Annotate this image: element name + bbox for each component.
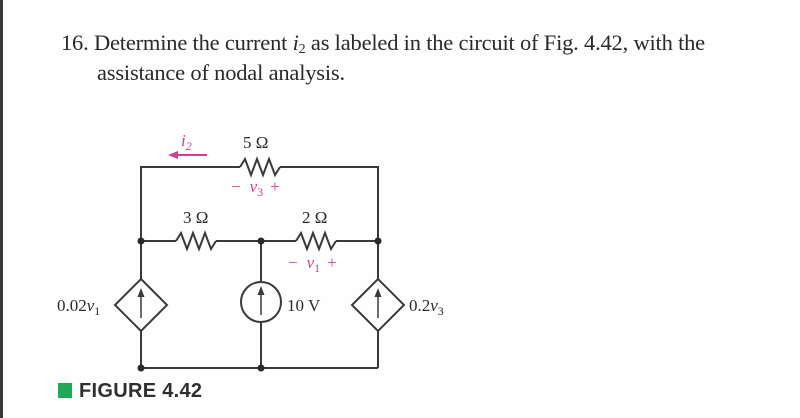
resistor-5ohm-label: 5 Ω bbox=[243, 133, 268, 152]
middle-source-label: 10 V bbox=[287, 296, 321, 315]
v3-polarity: −v3+ bbox=[231, 177, 280, 199]
junction-dot bbox=[374, 237, 382, 245]
current-label: i2 bbox=[181, 131, 192, 153]
junction-dot bbox=[137, 237, 145, 245]
problem-number: 16. bbox=[61, 30, 89, 55]
junction-dot bbox=[257, 364, 265, 372]
resistor-3ohm-label: 3 Ω bbox=[183, 208, 208, 227]
dependent-source-right bbox=[350, 277, 406, 333]
resistor-5ohm bbox=[239, 156, 281, 178]
left-source-label: 0.02v1 bbox=[57, 296, 100, 318]
wire-top-right bbox=[280, 166, 379, 241]
page-left-border bbox=[0, 0, 3, 418]
wire-top bbox=[140, 166, 240, 241]
figure-caption: FIGURE 4.42 bbox=[58, 380, 202, 403]
v1-polarity: −v1+ bbox=[288, 253, 337, 275]
resistor-2ohm bbox=[295, 230, 337, 252]
caption-square-icon bbox=[58, 383, 72, 398]
problem-line-2: assistance of nodal analysis. bbox=[97, 60, 345, 85]
independent-source-middle bbox=[240, 281, 282, 323]
junction-dot bbox=[257, 237, 265, 245]
resistor-3ohm bbox=[175, 230, 217, 252]
problem-var-sub: 2 bbox=[298, 42, 306, 57]
dependent-source-left bbox=[113, 277, 169, 333]
caption-label: FIGURE 4.42 bbox=[79, 380, 203, 402]
problem-text-after: as labeled in the circuit of Fig. 4.42, … bbox=[305, 30, 705, 55]
problem-statement: 16. Determine the current i2 as labeled … bbox=[61, 28, 781, 88]
problem-var: i bbox=[292, 30, 299, 55]
resistor-2ohm-label: 2 Ω bbox=[302, 208, 327, 227]
right-source-label: 0.2v3 bbox=[409, 296, 444, 318]
problem-text-before: Determine the current bbox=[93, 30, 293, 55]
junction-dot bbox=[137, 364, 145, 372]
